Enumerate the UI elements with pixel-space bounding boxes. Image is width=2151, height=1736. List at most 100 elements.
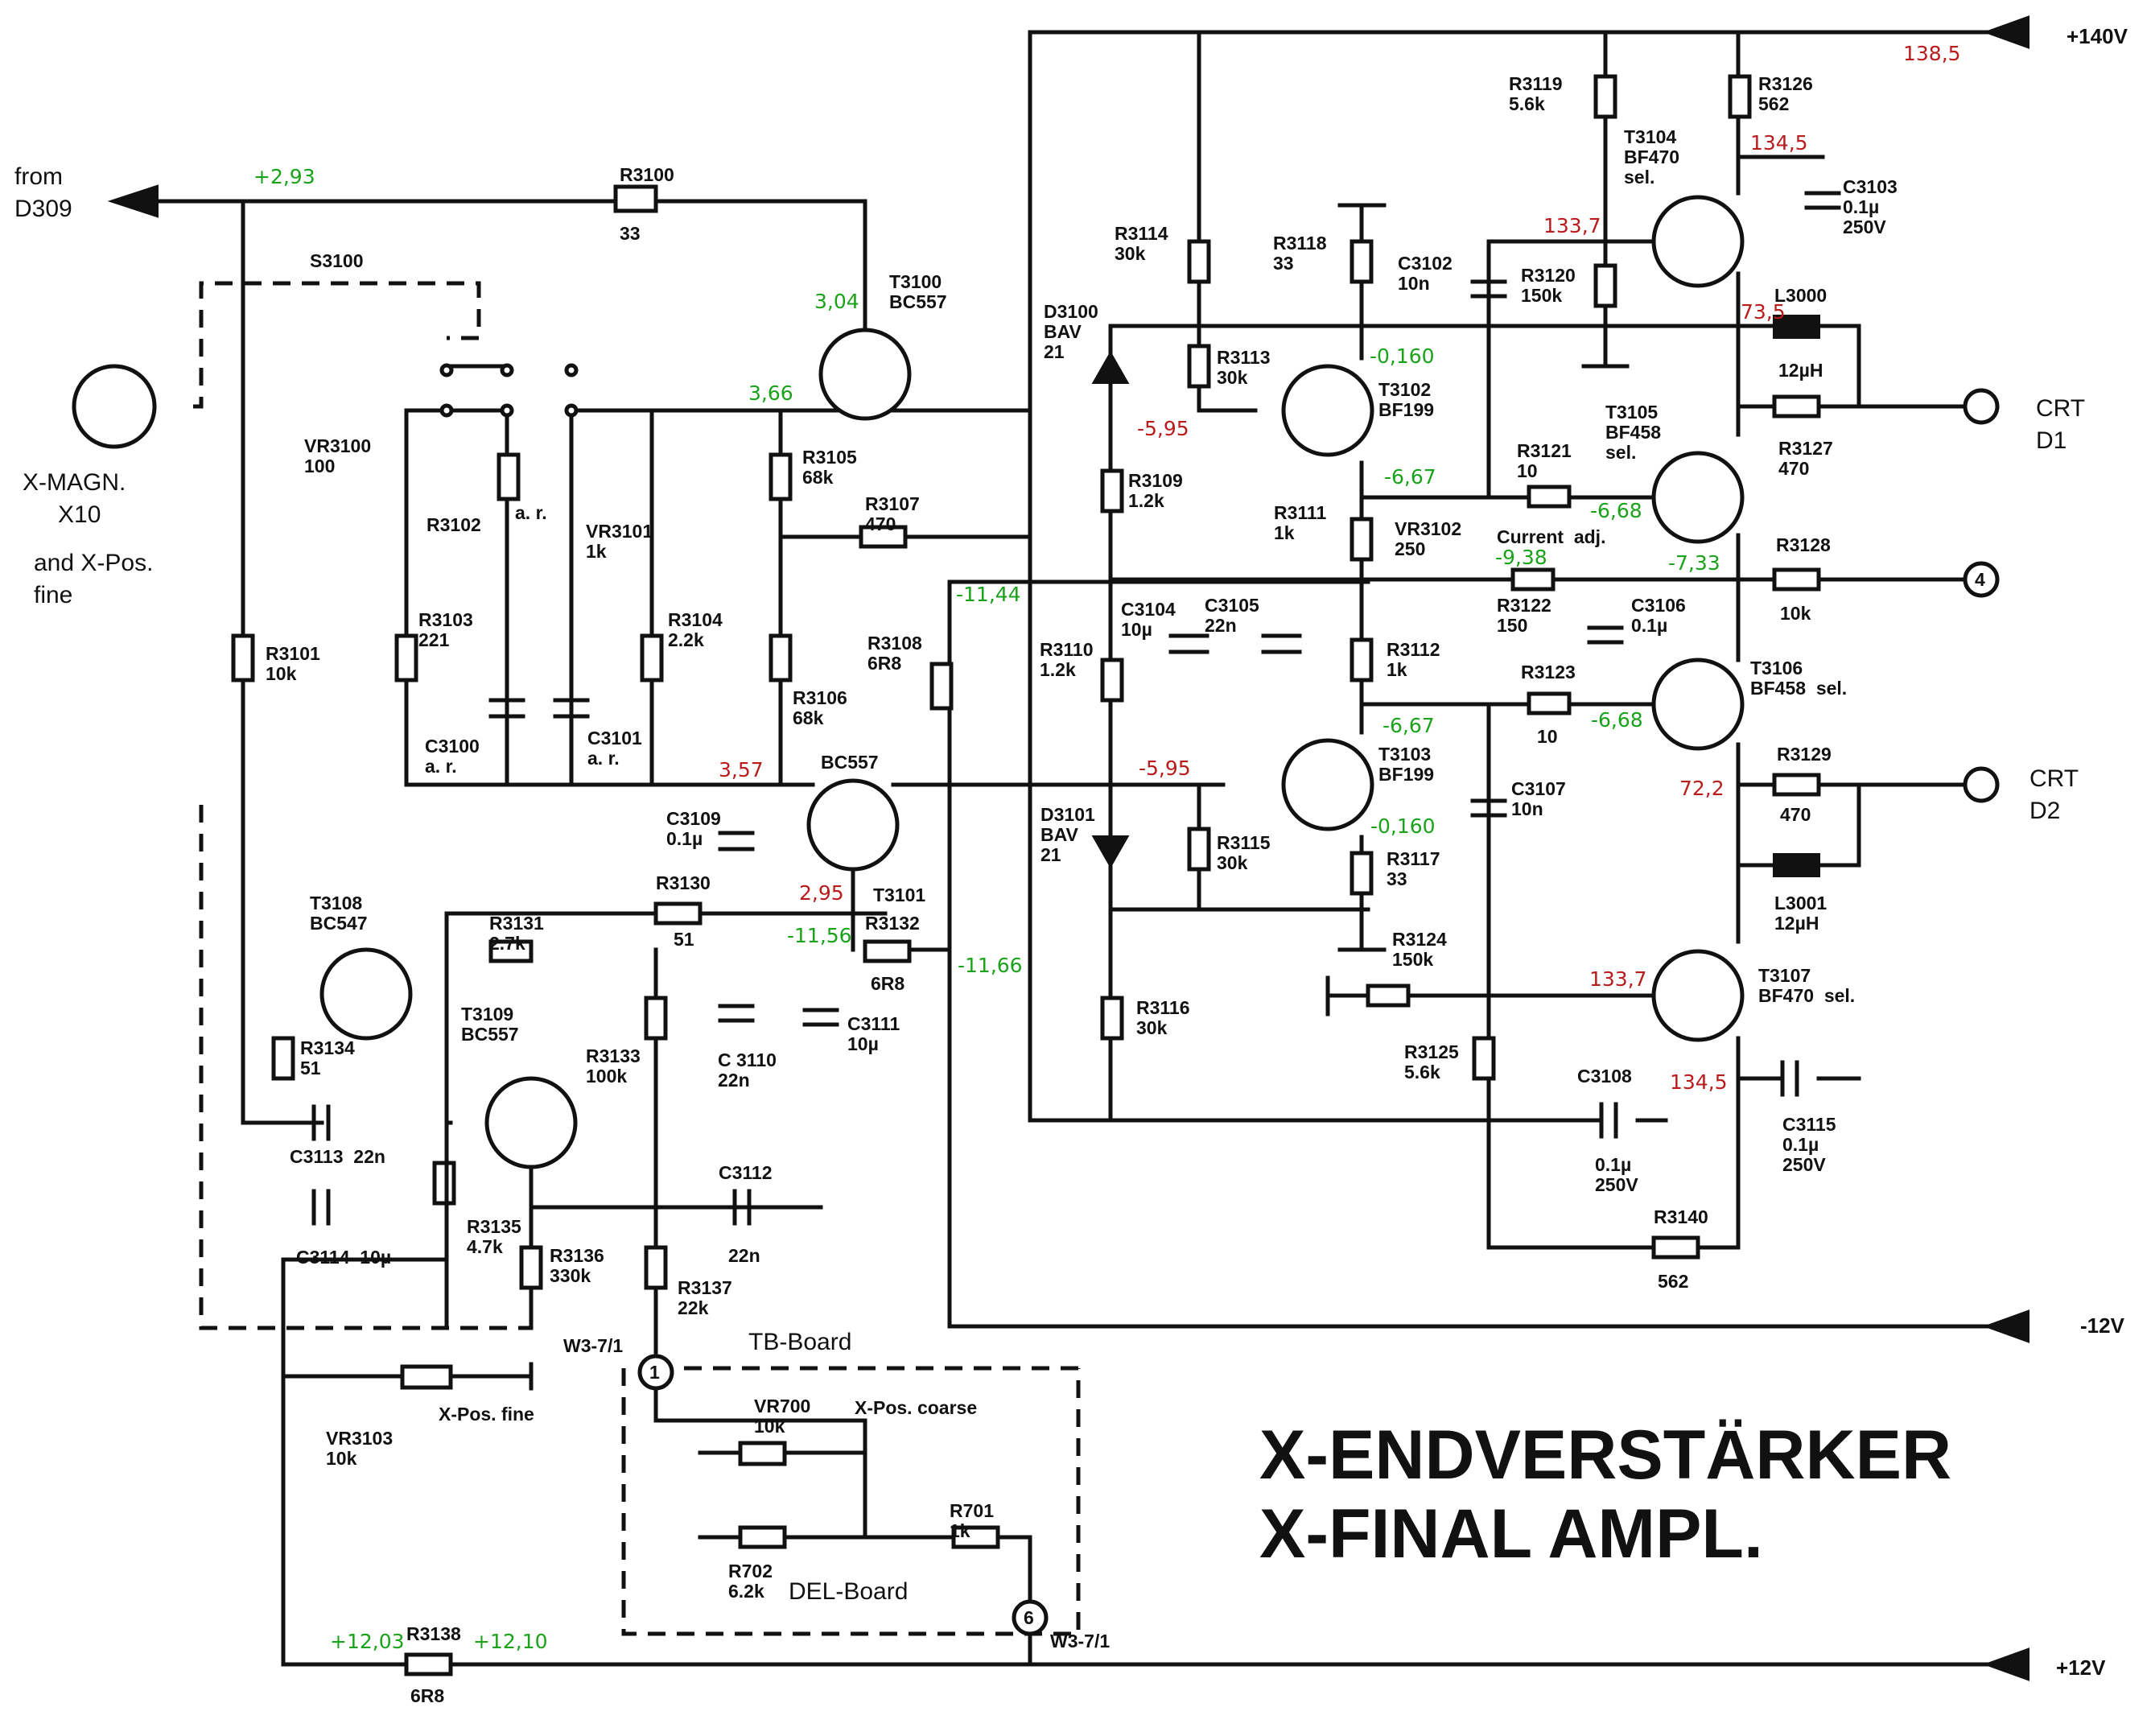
voltage-3-66: 3,66 xyxy=(748,381,793,405)
fine-label: fine xyxy=(34,582,73,608)
t3101-body xyxy=(806,778,900,872)
t3102-body xyxy=(1281,364,1374,457)
r3128-label: R3128 xyxy=(1776,534,1831,555)
r3113-body xyxy=(1187,344,1211,389)
voltage-134-5-top: 134,5 xyxy=(1750,131,1808,155)
s3100-label: S3100 xyxy=(310,250,364,271)
r3113-label: R3113 30k xyxy=(1217,347,1271,388)
r3106-body xyxy=(769,633,793,682)
crt-d1-label: CRT D1 xyxy=(2036,395,2086,454)
connector-4-label: 4 xyxy=(1975,569,1985,590)
r3104-body xyxy=(640,633,664,682)
r3112-label: R3112 1k xyxy=(1387,639,1440,680)
r3123-value: 10 xyxy=(1537,726,1558,747)
r3100-value: 33 xyxy=(620,223,641,244)
r3123-body xyxy=(1527,691,1572,715)
r3117-body xyxy=(1350,851,1374,896)
r3121-label: R3121 10 xyxy=(1517,440,1572,481)
r702-body xyxy=(738,1525,787,1549)
voltage-minus6-67-bottom: -6,67 xyxy=(1382,714,1435,737)
r3116-body xyxy=(1100,996,1124,1041)
c3112-label: C3112 xyxy=(719,1162,773,1183)
voltage-minus7-33: -7,33 xyxy=(1668,551,1720,575)
x-magn-switch-knob[interactable] xyxy=(72,364,157,449)
r702-label: R702 6.2k xyxy=(728,1561,773,1602)
x10-label: X10 xyxy=(58,501,101,528)
r3138-label: R3138 xyxy=(406,1623,461,1644)
c3111-label: C3111 10µ xyxy=(847,1013,900,1054)
c3100-label: C3100 a. r. xyxy=(425,736,480,777)
current-adj-label: Current adj. xyxy=(1497,526,1606,547)
connector-1-label: 1 xyxy=(649,1362,660,1383)
r3131-body xyxy=(488,939,534,963)
r3107-body xyxy=(859,525,908,549)
connector-6-label: 6 xyxy=(1024,1607,1034,1628)
r3133-label: R3133 100k xyxy=(586,1045,641,1087)
voltage-minus6-68-bottom: -6,68 xyxy=(1591,708,1643,732)
r3111-body xyxy=(1350,517,1374,562)
r3136-body xyxy=(519,1245,543,1290)
r3129-body xyxy=(1772,773,1821,797)
r3134-body xyxy=(271,1036,295,1081)
s3100-contact-2 xyxy=(500,363,514,377)
t3104-body xyxy=(1651,195,1745,288)
vr700-body xyxy=(738,1441,787,1466)
x-magn-label: X-MAGN. xyxy=(23,469,126,496)
r3122-body xyxy=(1510,567,1556,592)
vr3101-label: VR3101 1k xyxy=(586,521,653,562)
r3110-label: R3110 1.2k xyxy=(1040,639,1094,680)
ar1-label: a. r. xyxy=(515,502,547,523)
del-board-label: DEL-Board xyxy=(789,1578,909,1605)
r3115-body xyxy=(1187,827,1211,872)
r3102-label: R3102 xyxy=(426,514,481,535)
c3102-label: C3102 10n xyxy=(1398,253,1453,294)
s3100-contact-6 xyxy=(439,403,454,418)
c3108-label: C3108 xyxy=(1577,1066,1632,1087)
r3112-body xyxy=(1350,637,1374,682)
r3130-body xyxy=(653,901,703,926)
driver-section-wires xyxy=(1028,30,1966,1250)
s3100-switch-linkage xyxy=(193,281,481,409)
r3135-body xyxy=(432,1161,456,1206)
r3103-label: R3103 221 xyxy=(418,609,473,650)
voltage-minus5-95-bottom: -5,95 xyxy=(1139,757,1191,780)
connector-4-terminal xyxy=(1963,561,2000,598)
t3106-label: T3106 BF458 sel. xyxy=(1750,658,1848,699)
d3101-diode xyxy=(1091,835,1130,869)
voltage-plus2-93: +2,93 xyxy=(253,165,315,188)
input-arrow xyxy=(107,184,159,218)
r3102-body xyxy=(497,452,521,501)
r3128-body xyxy=(1772,567,1821,592)
r3123-label: R3123 xyxy=(1521,662,1576,682)
r3133-body xyxy=(644,996,668,1041)
rail-label-plus140: +140V xyxy=(2067,24,2128,48)
r3109-label: R3109 1.2k xyxy=(1128,470,1183,511)
r3124-body xyxy=(1366,983,1411,1008)
r3129-label: R3129 xyxy=(1777,744,1832,765)
r3100-body xyxy=(613,184,658,213)
c3103-label: C3103 0.1µ 250V xyxy=(1843,176,1898,237)
r3137-body xyxy=(644,1245,668,1290)
r3103-body xyxy=(394,633,418,682)
r3132-label: R3132 xyxy=(865,913,920,934)
r3110-body xyxy=(1100,658,1124,703)
r3135-label: R3135 4.7k xyxy=(467,1216,521,1257)
s3100-contact-4 xyxy=(564,363,579,377)
voltage-3-57: 3,57 xyxy=(719,758,764,781)
vr700-label: VR700 10k xyxy=(754,1396,811,1437)
w3-top-label: W3-7/1 xyxy=(563,1335,624,1356)
r701-label: R701 1k xyxy=(950,1500,994,1541)
r3131-label: R3131 2.7k xyxy=(489,913,544,954)
t3102-label: T3102 BF199 xyxy=(1378,379,1435,420)
r3127-body xyxy=(1772,394,1821,419)
r3140-label: R3140 xyxy=(1654,1206,1708,1227)
t3104-label: T3104 BF470 sel. xyxy=(1624,126,1680,188)
x-pos-fine-label: X-Pos. fine xyxy=(439,1404,534,1425)
c3115-label: C3115 0.1µ 250V xyxy=(1782,1114,1836,1175)
d3101-label: D3101 BAV 21 xyxy=(1040,804,1095,865)
t3103-body xyxy=(1281,738,1374,831)
r3119-label: R3119 5.6k xyxy=(1509,73,1563,114)
s3100-contact-3 xyxy=(500,403,514,418)
voltage-plus12-03: +12,03 xyxy=(330,1630,405,1653)
